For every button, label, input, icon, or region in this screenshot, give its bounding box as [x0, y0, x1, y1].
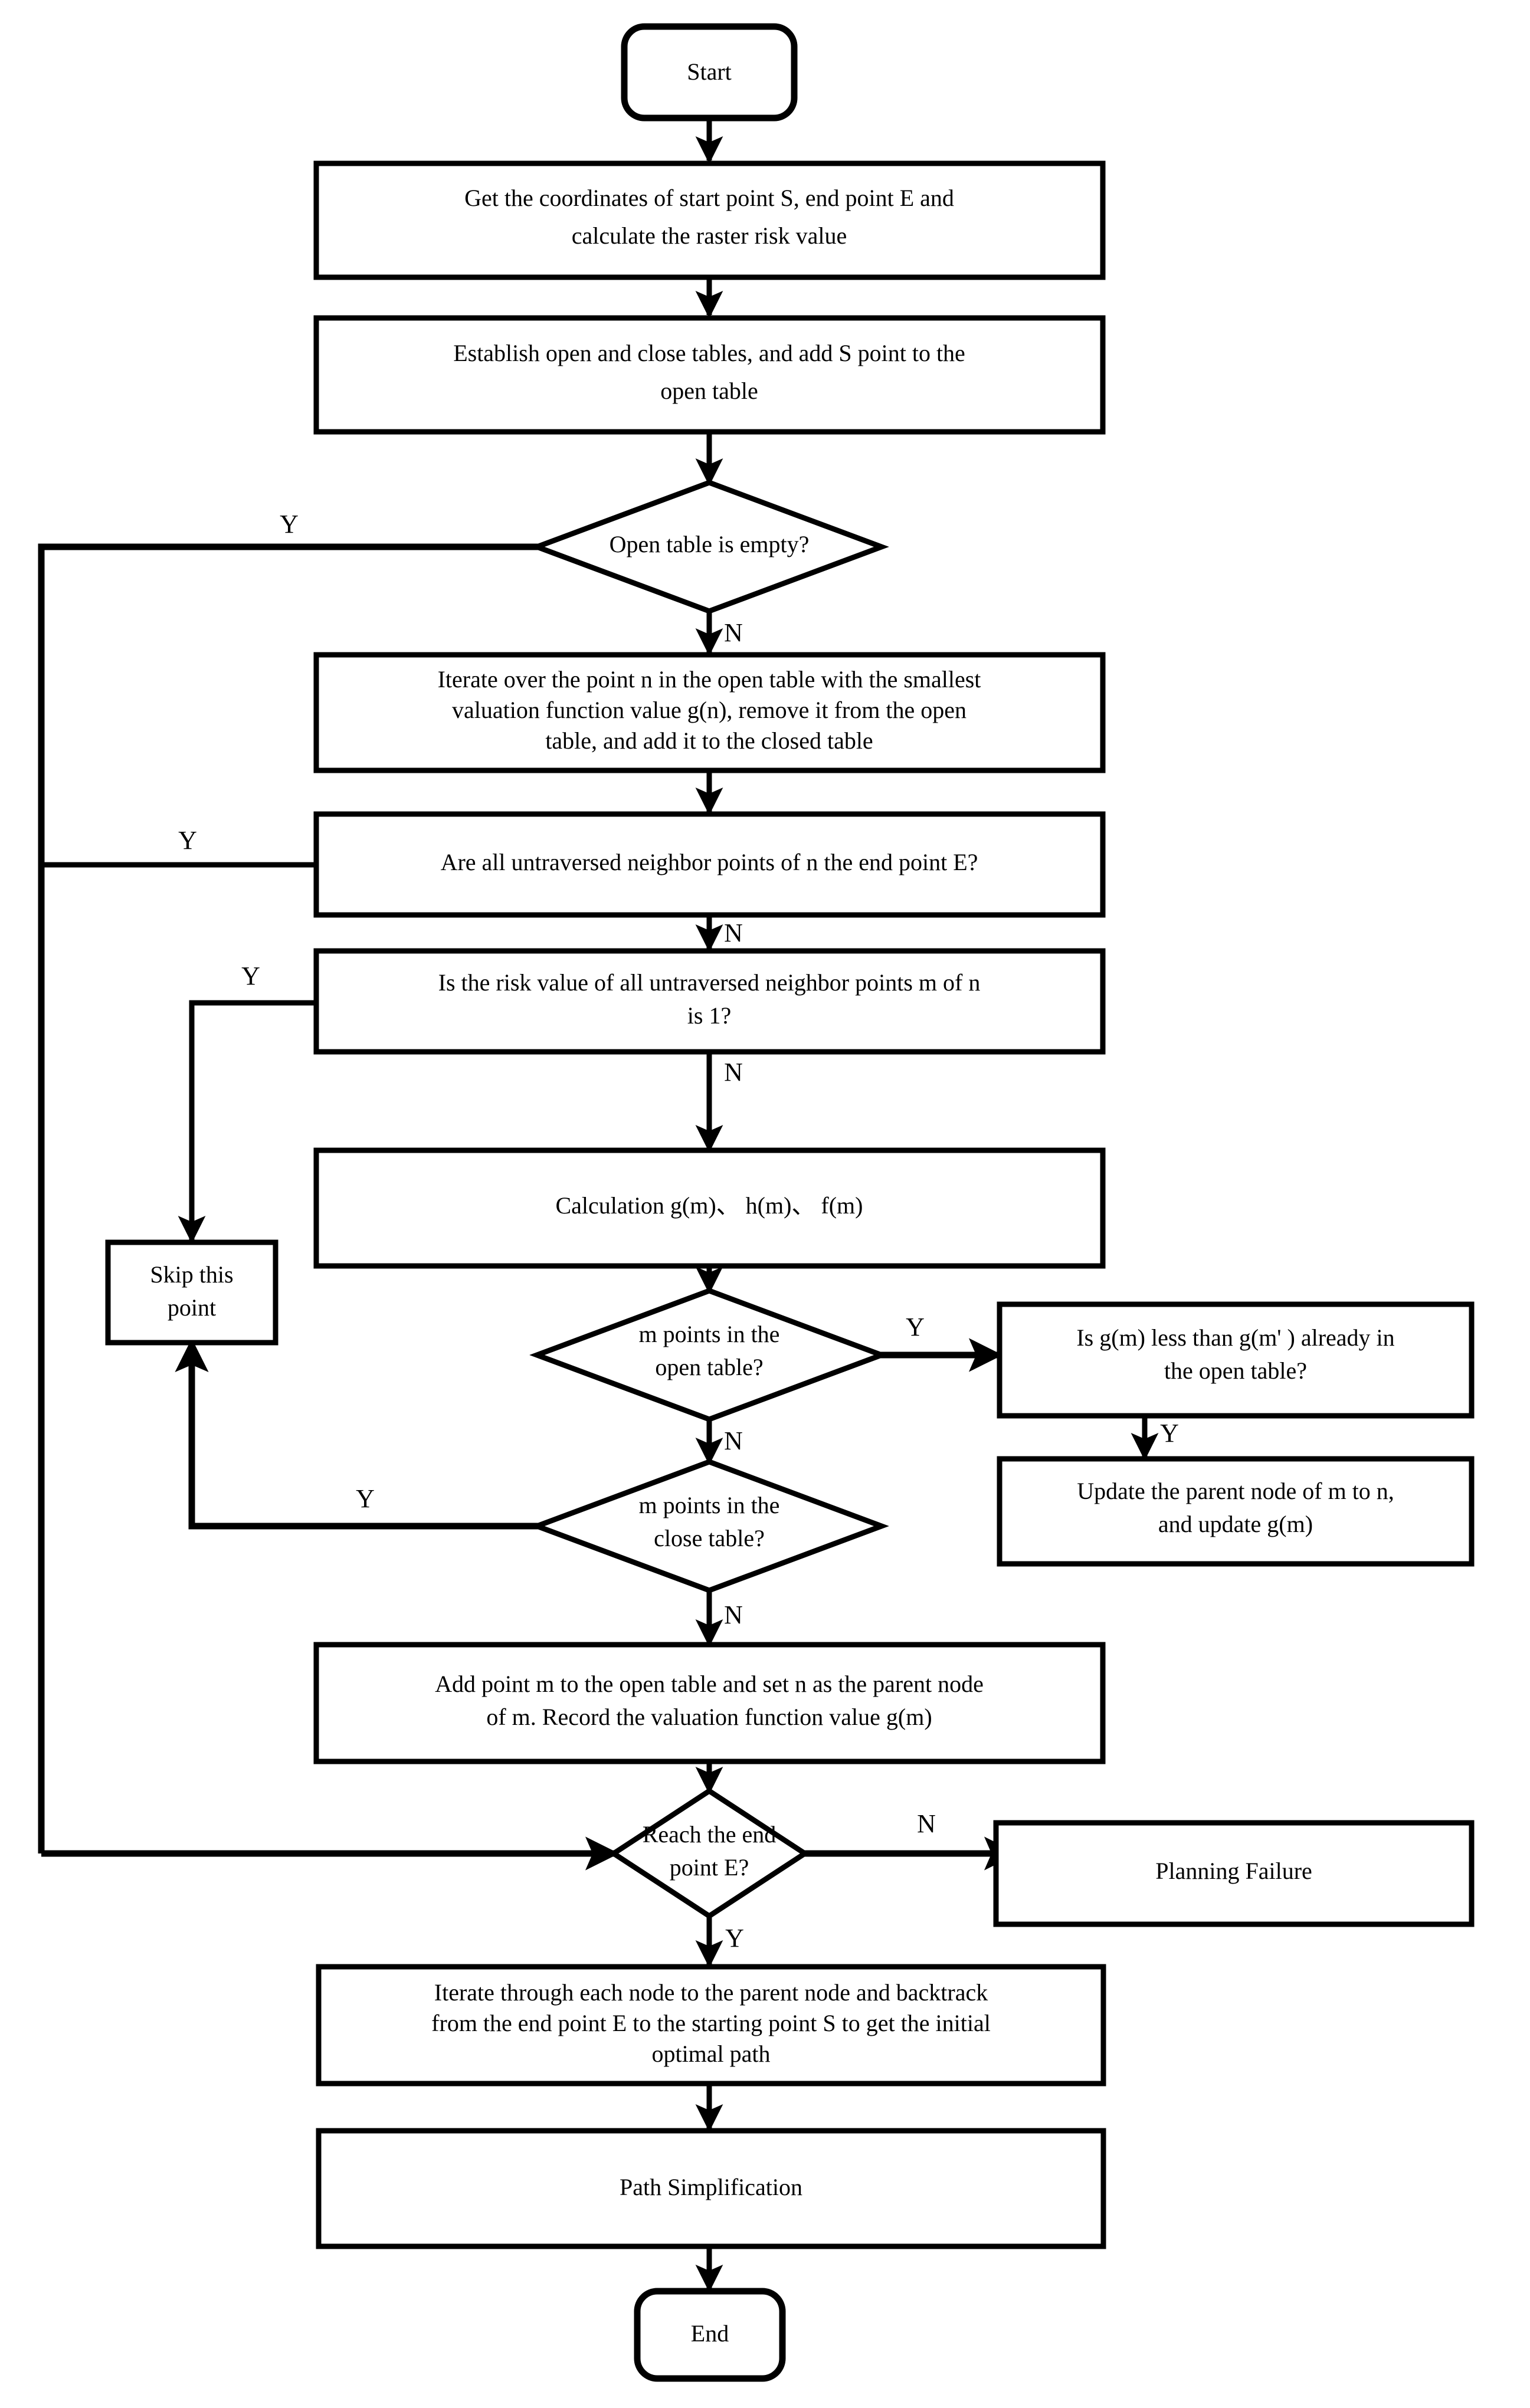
node-iterate-point-n[interactable]: Iterate over the point n in the open tab…: [313, 652, 1106, 773]
get-coords-label-line2: calculate the raster risk value: [572, 222, 847, 249]
end-terminator-shape: [634, 2288, 786, 2382]
m-in-open-table-shape: [529, 1288, 889, 1422]
skip-this-point-label-line2: point: [168, 1294, 216, 1321]
m-in-close-table-label-line2: close table?: [654, 1525, 765, 1551]
node-neighbors-are-end[interactable]: Are all untraversed neighbor points of n…: [313, 811, 1106, 918]
reach-end-point-label-line2: point E?: [670, 1854, 749, 1881]
add-point-m-shape: [313, 1642, 1106, 1764]
iterate-point-n-label-line3: table, and add it to the closed table: [545, 727, 873, 754]
path-simplification-shape: [316, 2128, 1106, 2249]
establish-tables-label-line1: Establish open and close tables, and add…: [453, 340, 965, 366]
path-simplification-label: Path Simplification: [620, 2174, 802, 2200]
edge-open-empty-yes-to-reach-end: [38, 543, 539, 1853]
skip-this-point-shape: [105, 1239, 279, 1346]
backtrack-path-label-line2: from the end point E to the starting poi…: [431, 2010, 991, 2036]
start-terminator-shape: [621, 23, 798, 122]
risk-value-is-one-shape: [313, 948, 1106, 1055]
add-point-m-label-line2: of m. Record the valuation function valu…: [486, 1704, 932, 1730]
iterate-point-n-label-line2: valuation function value g(n), remove it…: [452, 697, 967, 723]
neighbors-are-end-label: Are all untraversed neighbor points of n…: [441, 849, 978, 875]
node-planning-failure[interactable]: Planning Failure: [993, 1820, 1475, 1927]
edge-label-reach-end-yes: Y: [725, 1924, 744, 1953]
node-risk-value-is-one[interactable]: Is the risk value of all untraversed nei…: [313, 948, 1106, 1055]
planning-failure-shape: [993, 1820, 1475, 1927]
update-parent-node-shape: [997, 1456, 1475, 1567]
edge-label-gm-less-yes: Y: [1160, 1419, 1179, 1448]
edge-label-m-in-open-no: N: [724, 1426, 743, 1455]
add-point-m-label-line1: Add point m to the open table and set n …: [435, 1671, 984, 1697]
update-parent-node-label-line1: Update the parent node of m to n,: [1077, 1478, 1394, 1504]
backtrack-path-label-line1: Iterate through each node to the parent …: [434, 1979, 988, 2006]
planning-failure-label: Planning Failure: [1155, 1858, 1312, 1884]
get-coords-shape: [313, 160, 1106, 280]
edge-label-m-in-close-yes: Y: [356, 1484, 375, 1513]
m-in-close-table-label-line1: m points in the: [639, 1492, 780, 1518]
node-get-coords[interactable]: Get the coordinates of start point S, en…: [313, 160, 1106, 280]
neighbors-are-end-shape: [313, 811, 1106, 918]
node-path-simplification[interactable]: Path Simplification: [316, 2128, 1106, 2249]
end-label: End: [691, 2320, 729, 2347]
node-skip-this-point[interactable]: Skip this point: [105, 1239, 279, 1346]
open-table-empty-label: Open table is empty?: [610, 531, 810, 557]
node-end[interactable]: End: [634, 2288, 786, 2382]
iterate-point-n-label-line1: Iterate over the point n in the open tab…: [438, 666, 981, 693]
iterate-point-n-shape: [313, 652, 1106, 773]
node-backtrack-path[interactable]: Iterate through each node to the parent …: [316, 1964, 1106, 2087]
edge-label-risk-no: N: [724, 1058, 743, 1087]
gm-less-than-shape: [997, 1301, 1475, 1419]
gm-less-than-label-line2: the open table?: [1164, 1357, 1307, 1384]
reach-end-point-label-line1: Reach the end: [643, 1821, 777, 1848]
node-m-in-close-table[interactable]: m points in the close table?: [529, 1459, 889, 1593]
m-in-close-table-shape: [529, 1459, 889, 1593]
edge-label-open-empty-no: N: [724, 618, 743, 647]
node-reach-end-point[interactable]: Reach the end point E?: [608, 1787, 810, 1920]
node-open-table-empty[interactable]: Open table is empty?: [529, 480, 889, 614]
backtrack-path-shape: [316, 1964, 1106, 2087]
edge-label-reach-end-no: N: [917, 1809, 936, 1838]
calculation-label: Calculation g(m)、 h(m)、 f(m): [556, 1192, 863, 1219]
establish-tables-label-line2: open table: [660, 378, 758, 404]
node-add-point-m[interactable]: Add point m to the open table and set n …: [313, 1642, 1106, 1764]
edge-label-neighbors-end-yes: Y: [178, 826, 197, 855]
edge-label-m-in-close-no: N: [724, 1600, 743, 1629]
reach-end-point-shape: [608, 1787, 810, 1920]
m-in-open-table-label-line2: open table?: [655, 1354, 763, 1380]
start-label: Start: [687, 58, 732, 85]
edge-label-risk-yes: Y: [241, 962, 260, 990]
m-in-open-table-label-line1: m points in the: [639, 1321, 780, 1347]
node-gm-less-than[interactable]: Is g(m) less than g(m' ) already in the …: [997, 1301, 1475, 1419]
open-table-empty-shape: [529, 480, 889, 614]
establish-tables-shape: [313, 315, 1106, 435]
edge-m-in-close-yes-to-skip: [175, 1338, 539, 1530]
backtrack-path-label-line3: optimal path: [651, 2040, 770, 2067]
edge-label-m-in-open-yes: Y: [906, 1313, 925, 1341]
node-update-parent-node[interactable]: Update the parent node of m to n, and up…: [997, 1456, 1475, 1567]
risk-value-is-one-label-line1: Is the risk value of all untraversed nei…: [438, 969, 981, 996]
node-start[interactable]: Start: [621, 23, 798, 122]
update-parent-node-label-line2: and update g(m): [1158, 1511, 1313, 1537]
skip-this-point-label-line1: Skip this: [150, 1261, 233, 1288]
edge-label-neighbors-end-no: N: [724, 918, 743, 947]
get-coords-label-line1: Get the coordinates of start point S, en…: [464, 185, 954, 211]
node-calculation[interactable]: Calculation g(m)、 h(m)、 f(m): [313, 1147, 1106, 1269]
risk-value-is-one-label-line2: is 1?: [687, 1002, 731, 1029]
edge-label-open-empty-yes: Y: [280, 510, 299, 539]
node-m-in-open-table[interactable]: m points in the open table?: [529, 1288, 889, 1422]
edge-risk-yes-to-skip: [178, 1000, 317, 1244]
gm-less-than-label-line1: Is g(m) less than g(m' ) already in: [1076, 1324, 1394, 1351]
calculation-shape: [313, 1147, 1106, 1269]
node-establish-tables[interactable]: Establish open and close tables, and add…: [313, 315, 1106, 435]
